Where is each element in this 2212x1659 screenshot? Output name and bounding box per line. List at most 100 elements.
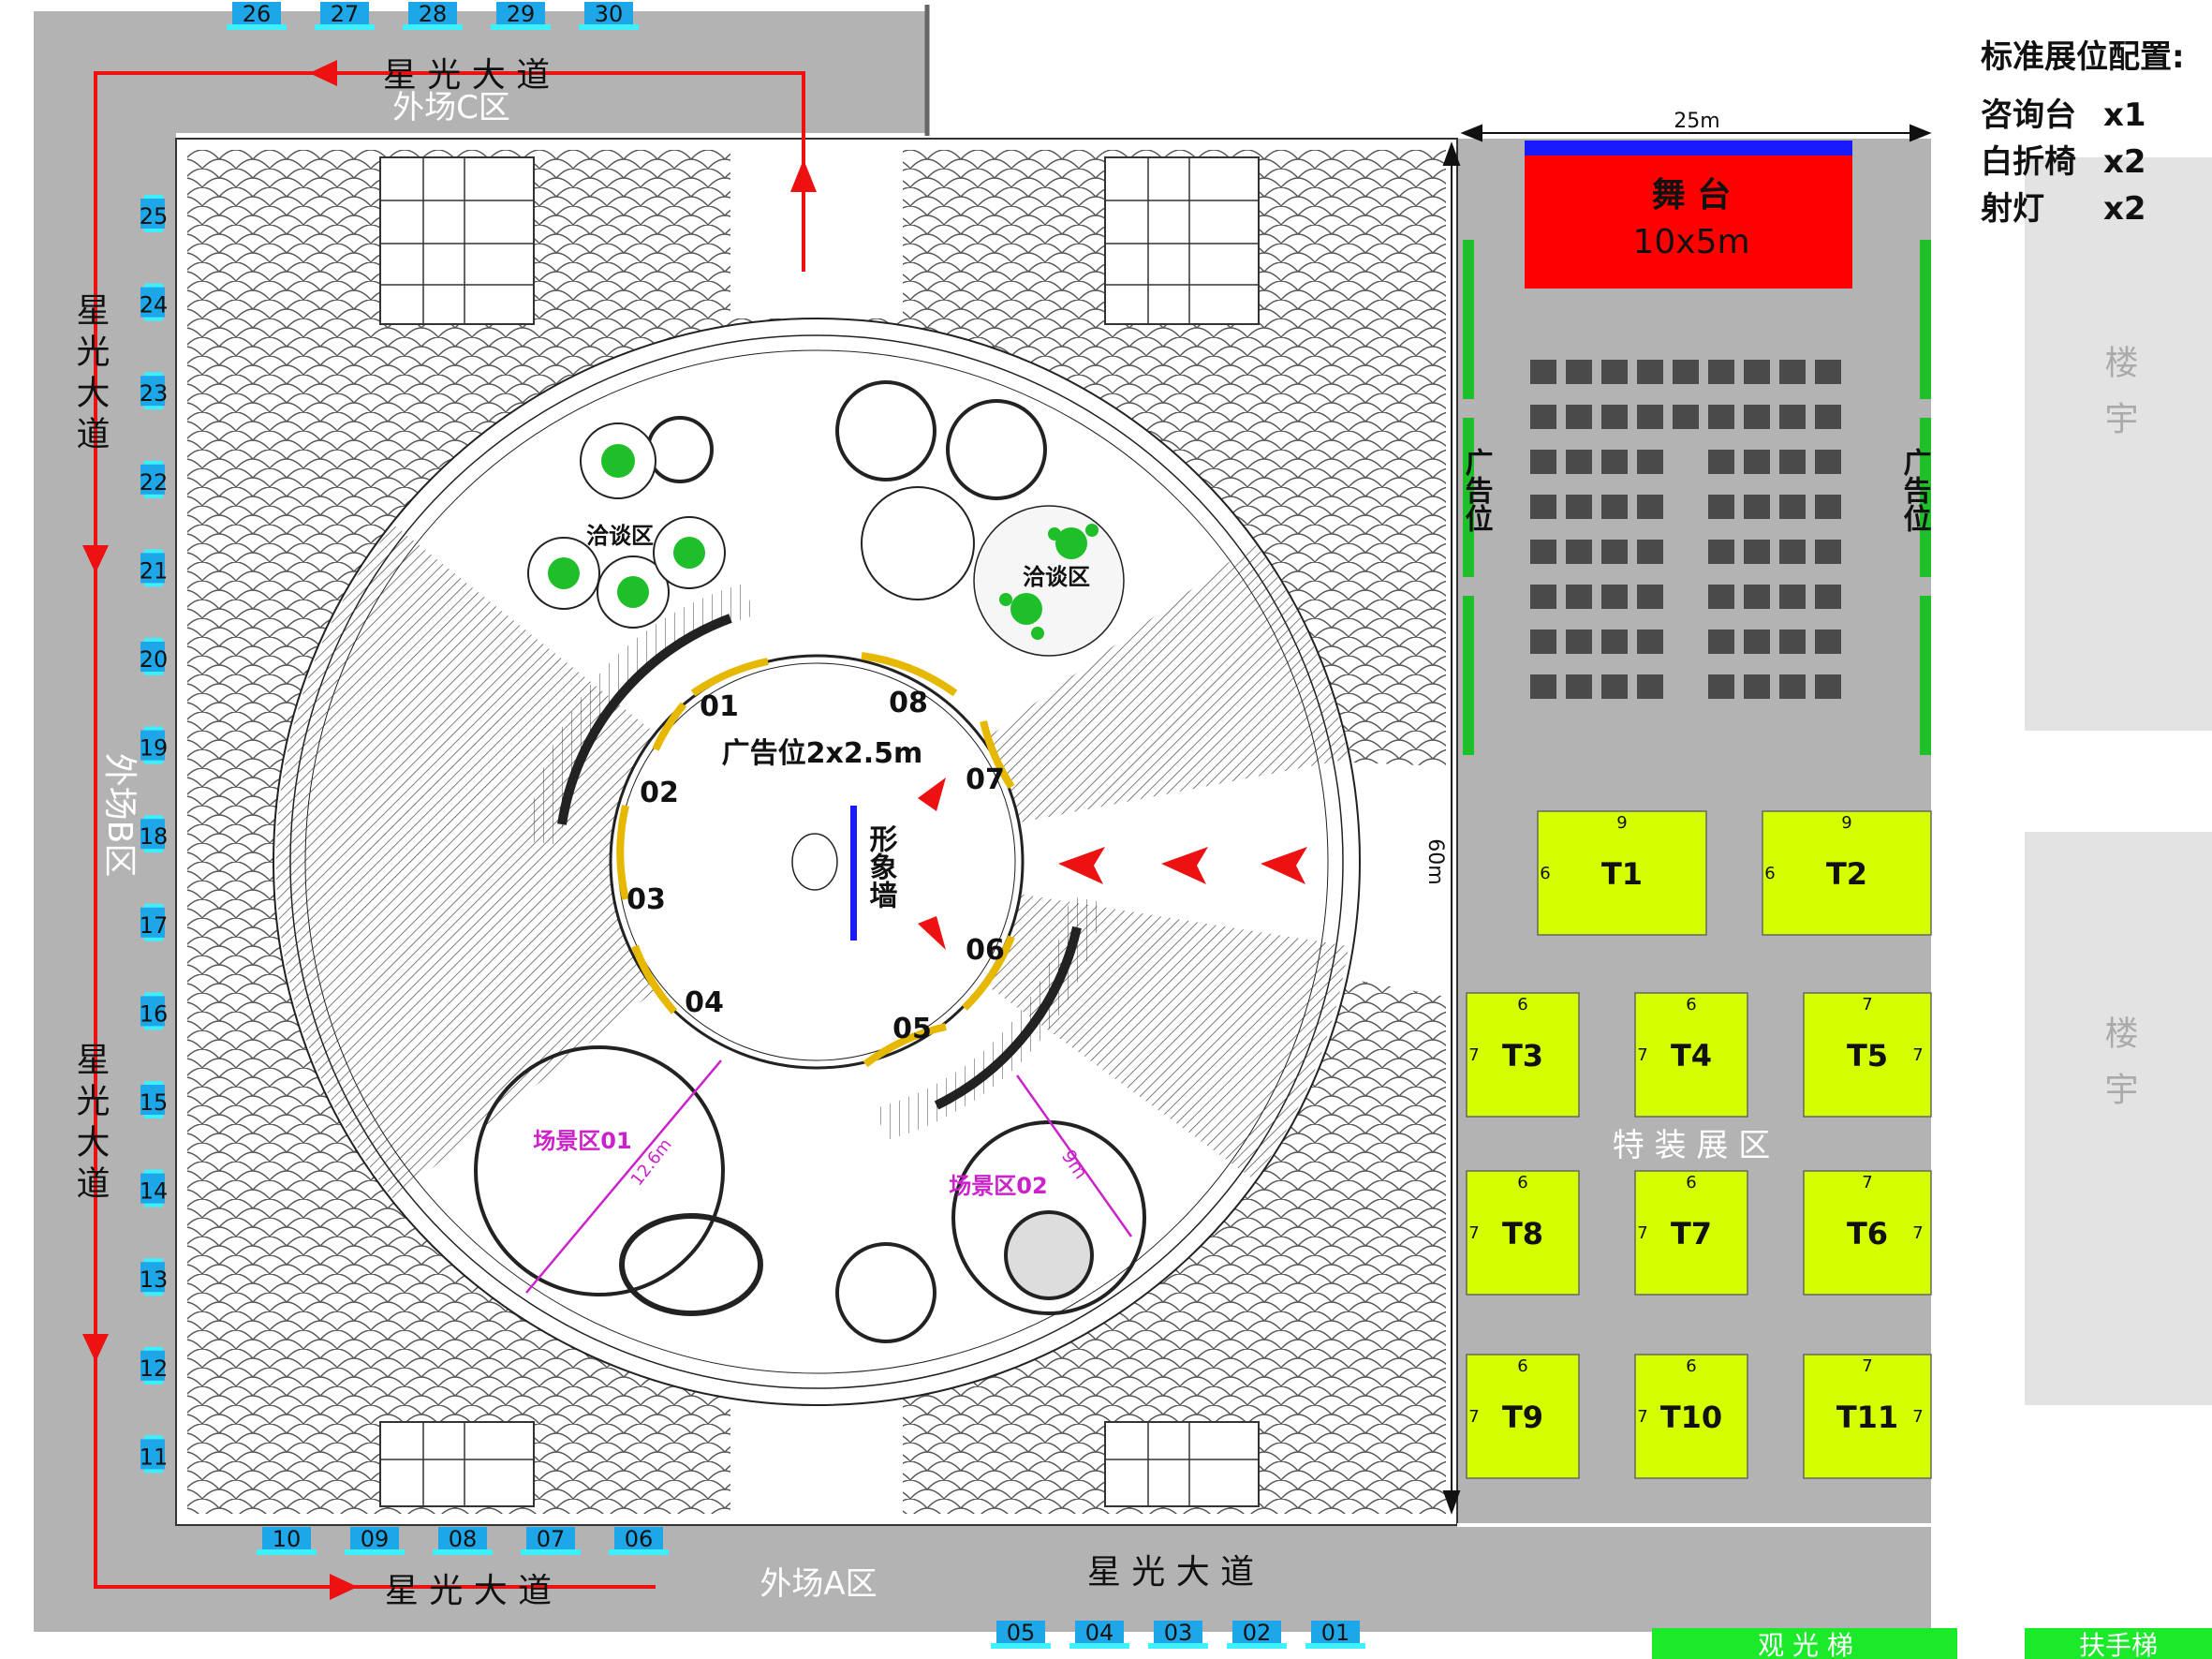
special-booth-top-dim: 7	[1862, 995, 1872, 1015]
booth-plate	[140, 907, 165, 938]
special-booth-box	[1466, 1170, 1580, 1296]
booth-11[interactable]: 11	[140, 1435, 169, 1474]
seat	[1744, 450, 1770, 474]
booth-number: 03	[1164, 1620, 1193, 1646]
image-wall-label: 形象墙	[864, 824, 898, 909]
booth-plate	[262, 1527, 311, 1553]
negotiation-tables-left	[527, 422, 726, 629]
special-booth-top-dim: 9	[1841, 813, 1851, 833]
booth-23[interactable]: 23	[140, 372, 169, 410]
booth-number: 09	[361, 1526, 390, 1552]
special-booth-id: T3	[1502, 1038, 1543, 1074]
booth-25[interactable]: 25	[140, 195, 169, 232]
booth-26[interactable]: 26	[227, 1, 287, 30]
booth-plate	[1154, 1621, 1202, 1647]
ring-booth-08[interactable]: 08	[889, 687, 928, 719]
zone-a-label: 外场A区	[759, 1565, 877, 1603]
seat	[1530, 585, 1556, 609]
booth-17[interactable]: 17	[140, 903, 169, 941]
booth-04[interactable]: 04	[1069, 1620, 1129, 1649]
booth-12[interactable]: 12	[140, 1346, 169, 1385]
booth-05[interactable]: 05	[991, 1620, 1051, 1649]
booth-plate	[1075, 1621, 1124, 1647]
special-booth-id: T7	[1671, 1216, 1712, 1252]
seat	[1566, 495, 1592, 519]
stage-size-label: 10x5m	[1632, 223, 1749, 261]
booth-14[interactable]: 14	[140, 1169, 169, 1207]
booth-base	[345, 1549, 405, 1555]
ring-booth-05[interactable]: 05	[892, 1013, 932, 1045]
booth-22[interactable]: 22	[140, 460, 169, 498]
plaza	[175, 138, 1458, 1526]
seat	[1779, 585, 1806, 609]
seat	[1601, 674, 1628, 699]
booth-number: 15	[140, 1089, 169, 1116]
booth-number: 26	[243, 1, 272, 27]
seat	[1637, 495, 1663, 519]
seat	[1530, 495, 1556, 519]
seat	[1744, 585, 1770, 609]
special-booth-side-dim: 7	[1468, 1407, 1479, 1427]
booth-16[interactable]: 16	[140, 992, 169, 1030]
booth-29[interactable]: 29	[491, 1, 551, 30]
booth-24[interactable]: 24	[140, 283, 169, 321]
special-booth-side-dim: 7	[1468, 1223, 1479, 1243]
booth-19[interactable]: 19	[140, 726, 169, 764]
ring-booth-06[interactable]: 06	[966, 934, 1005, 967]
ring-booth-07[interactable]: 07	[966, 763, 1005, 796]
booth-28[interactable]: 28	[403, 1, 463, 30]
booth-number: 07	[537, 1526, 566, 1552]
booth-number: 05	[1007, 1620, 1036, 1646]
avenue-label-bottom-left: 星 光 大 道	[385, 1572, 552, 1610]
booth-number: 01	[1321, 1620, 1350, 1646]
booth-plate	[140, 1085, 165, 1115]
stage-label: 舞 台	[1652, 176, 1732, 215]
booth-plate	[996, 1621, 1045, 1647]
booth-06[interactable]: 06	[609, 1526, 669, 1555]
booth-01[interactable]: 01	[1305, 1620, 1365, 1649]
booth-21[interactable]: 21	[140, 549, 169, 587]
booth-20[interactable]: 20	[140, 638, 169, 675]
booth-08[interactable]: 08	[433, 1526, 493, 1555]
booth-07[interactable]: 07	[521, 1526, 581, 1555]
booth-number: 06	[625, 1526, 654, 1552]
booth-13[interactable]: 13	[140, 1258, 169, 1296]
booth-number: 21	[140, 557, 169, 584]
booth-base	[1305, 1643, 1365, 1649]
booth-30[interactable]: 30	[579, 1, 639, 30]
booth-10[interactable]: 10	[257, 1526, 317, 1555]
booth-base	[1227, 1643, 1287, 1649]
avenue-label-left-bottom: 星光大道	[71, 1042, 110, 1207]
special-booth-side-dim: 6	[1540, 864, 1550, 883]
special-booth-id: T4	[1671, 1038, 1712, 1074]
circulation-route	[94, 71, 805, 1589]
ring-booth-04[interactable]: 04	[685, 986, 724, 1019]
image-wall-bar	[850, 806, 857, 941]
booth-03[interactable]: 03	[1148, 1620, 1208, 1649]
booth-18[interactable]: 18	[140, 815, 169, 853]
booth-number: 12	[140, 1355, 169, 1382]
booth-plate	[140, 1262, 165, 1293]
ring-booth-03[interactable]: 03	[627, 883, 666, 916]
booth-27[interactable]: 27	[315, 1, 375, 30]
booth-15[interactable]: 15	[140, 1081, 169, 1118]
booth-number: 08	[449, 1526, 478, 1552]
booth-02[interactable]: 02	[1227, 1620, 1287, 1649]
special-booth-box	[1634, 1170, 1748, 1296]
ring-booth-02[interactable]: 02	[640, 777, 679, 809]
ring-booth-01[interactable]: 01	[700, 690, 739, 723]
booth-09[interactable]: 09	[345, 1526, 405, 1555]
special-booth-top-dim: 6	[1686, 1173, 1696, 1192]
seat	[1566, 674, 1592, 699]
